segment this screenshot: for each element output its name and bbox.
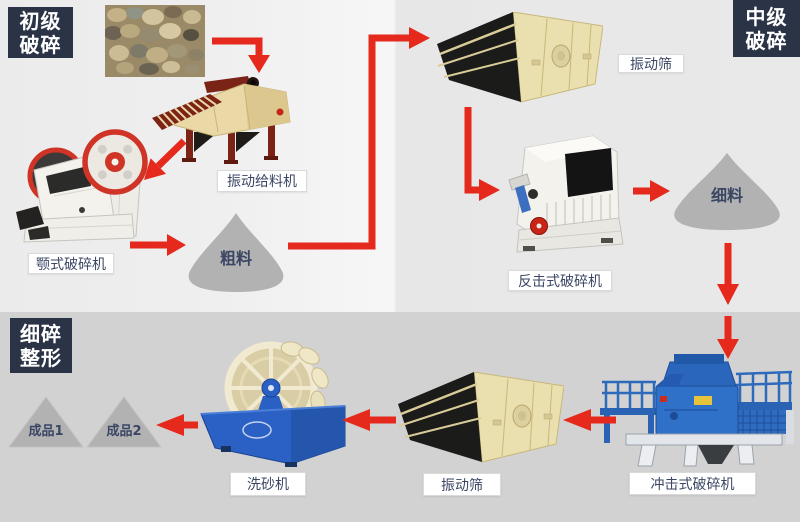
stage-badge-intermediate-line1: 中级 <box>745 4 788 29</box>
stage-badge-intermediate-line2: 破碎 <box>745 28 788 53</box>
coarse-material-label: 粗料 <box>219 249 252 268</box>
stage-badge-fine-shaping: 细碎 整形 <box>10 318 72 373</box>
feeder-label: 振动给料机 <box>217 170 307 192</box>
impact-crusher-label: 反击式破碎机 <box>508 270 612 291</box>
impact-crusher-image <box>508 135 624 253</box>
fine-material-pile <box>674 152 780 231</box>
vsi-crusher-image <box>600 354 794 467</box>
vibrating-feeder-image <box>152 76 291 164</box>
stage-badge-primary-line2: 破碎 <box>19 32 62 57</box>
vsi-crusher-label: 冲击式破碎机 <box>629 472 756 495</box>
jaw-crusher-label: 颚式破碎机 <box>28 253 114 274</box>
sand-washer-image <box>200 341 346 467</box>
jaw-crusher-image <box>16 129 148 243</box>
sand-washer-label: 洗砂机 <box>230 472 306 496</box>
fine-material-label: 细料 <box>710 186 743 205</box>
stage-badge-primary-line1: 初级 <box>19 8 62 33</box>
stage-badge-primary-crushing: 初级 破碎 <box>8 7 73 58</box>
product2-pile <box>86 396 162 448</box>
product2-label: 成品2 <box>106 424 142 439</box>
screen-bottom-label: 振动筛 <box>423 473 501 496</box>
coarse-material-pile <box>188 213 284 292</box>
product1-pile <box>8 396 84 448</box>
screen-top-label: 振动筛 <box>618 54 684 73</box>
stage-badge-fine-line1: 细碎 <box>20 321 62 346</box>
product1-label: 成品1 <box>28 424 64 439</box>
stage-badge-intermediate-crushing: 中级 破碎 <box>733 0 800 57</box>
stage-badge-fine-line2: 整形 <box>20 345 62 370</box>
raw-rock-photo <box>105 5 205 77</box>
vibrating-screen-top-image <box>437 12 603 103</box>
vibrating-screen-bottom-image <box>398 372 564 463</box>
